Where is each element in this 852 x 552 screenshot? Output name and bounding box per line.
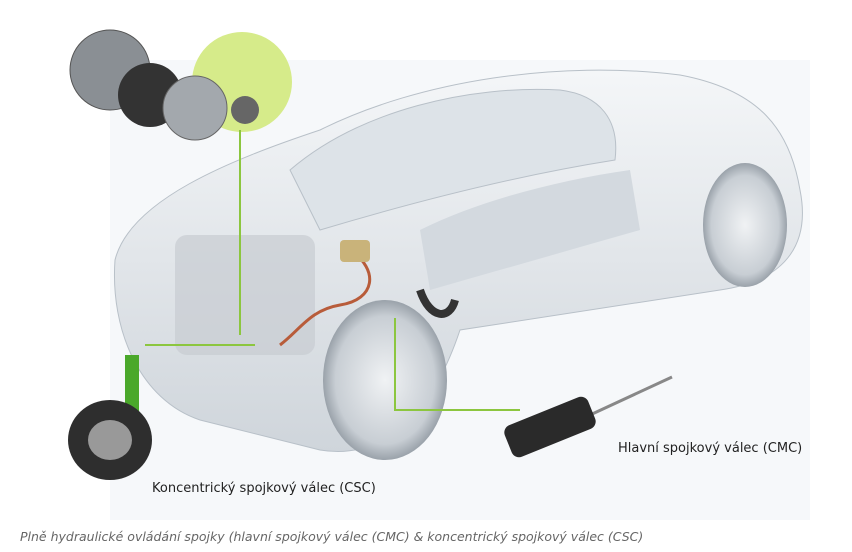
- car-illustration: [113, 69, 803, 460]
- clutch-kit: [69, 29, 259, 141]
- engine: [175, 235, 315, 355]
- pedal-bracket: [416, 288, 459, 318]
- csc-part: [68, 355, 152, 480]
- figure-caption: Plně hydraulické ovládání spojky (hlavní…: [20, 529, 644, 544]
- rear-wheel: [703, 163, 787, 287]
- release-bearing: [231, 96, 259, 124]
- csc-label: Koncentrický spojkový válec (CSC): [152, 481, 376, 496]
- pressure-plate: [162, 75, 228, 141]
- reservoir: [340, 240, 370, 262]
- cmc-label: Hlavní spojkový válec (CMC): [618, 441, 803, 456]
- cmc-part: [504, 375, 673, 458]
- front-wheel: [323, 300, 447, 460]
- leader-lines: [145, 130, 520, 411]
- clutch-system-illustration: [68, 29, 803, 480]
- hydraulic-line: [279, 248, 372, 347]
